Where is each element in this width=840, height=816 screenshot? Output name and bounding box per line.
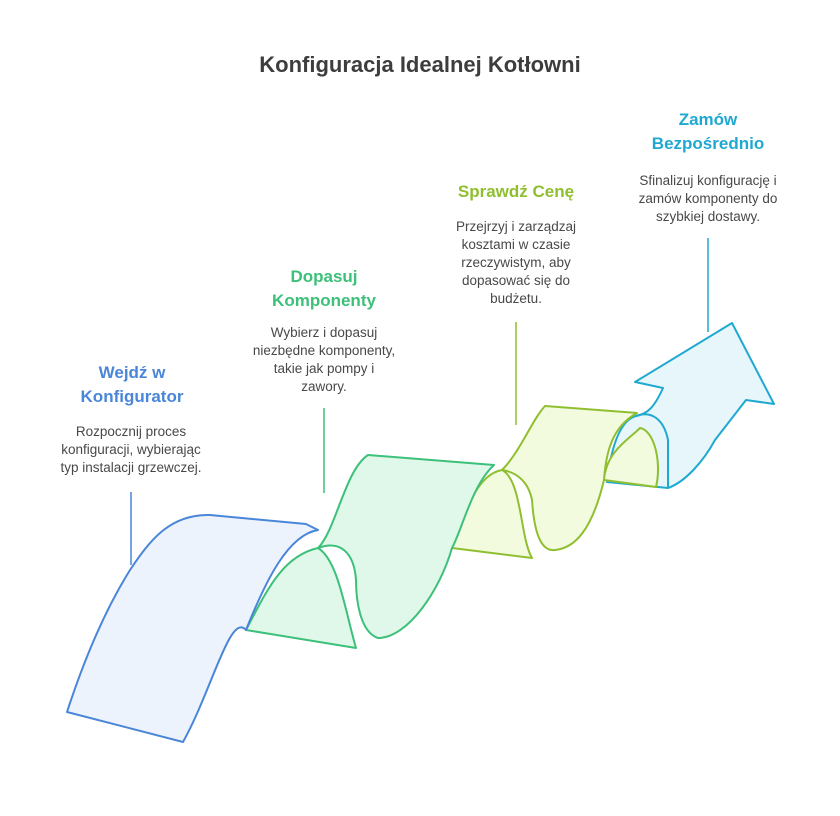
step-3-title: Sprawdź Cenę (457, 182, 575, 201)
step-2-sheet (245, 454, 495, 649)
step-3-sheet (451, 405, 660, 559)
step-3-description: Przejrzyj i zarządzaj kosztami w czasie … (455, 219, 577, 306)
step-4-description: Sfinalizuj konfigurację i zamów komponen… (638, 173, 778, 224)
step-2-description: Wybierz i dopasuj niezbędne komponenty, … (252, 325, 396, 394)
page-title: Konfiguracja Idealnej Kotłowni (259, 52, 581, 77)
step-2-title: Dopasuj Komponenty (272, 267, 376, 310)
step-1-description: Rozpocznij proces konfiguracji, wybieraj… (60, 424, 202, 475)
step-1-sheet (66, 513, 319, 743)
step-1-title: Wejdź w Konfigurator (80, 363, 184, 406)
step-4-arrow-fold (635, 413, 669, 488)
step-4-title: Zamów Bezpośrednio (651, 110, 765, 153)
